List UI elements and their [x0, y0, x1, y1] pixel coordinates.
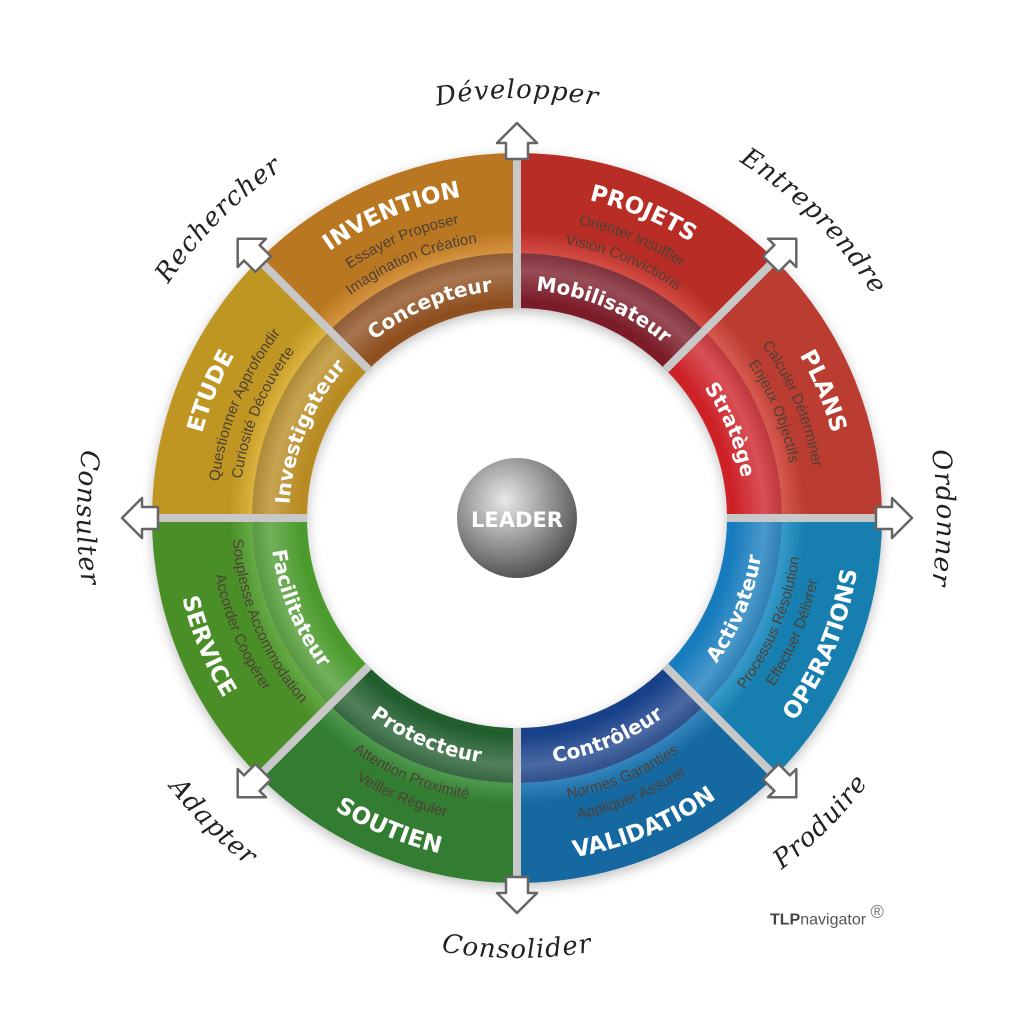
center-label: LEADER: [471, 508, 563, 532]
outward-arrow-icon: [120, 496, 160, 540]
verb-label: Ordonner: [925, 447, 960, 589]
center-circle: [457, 458, 577, 578]
outward-arrow-icon: [236, 237, 273, 274]
segment-divider: [662, 663, 778, 779]
outward-arrow-icon: [236, 762, 273, 799]
verb-label: Consolider: [440, 929, 594, 965]
brand-bold: TLP: [770, 911, 801, 929]
verb-label: Consulter: [70, 448, 105, 588]
segment-divider: [662, 257, 778, 373]
brand-rest: navigator: [800, 911, 867, 929]
segment-divider: [256, 663, 372, 779]
outward-arrow-icon: [874, 496, 914, 540]
segment-divider: [256, 257, 372, 373]
outward-arrow-icon: [495, 875, 539, 915]
brand-mark: ®: [870, 902, 884, 922]
outward-arrow-icon: [761, 237, 798, 274]
brand-logo: TLPnavigator ®: [770, 902, 884, 929]
outward-arrow-icon: [495, 121, 539, 161]
center-leader-badge: LEADER: [457, 458, 577, 578]
verb-label: Développer: [432, 75, 602, 113]
outward-arrow-icon: [761, 762, 798, 799]
